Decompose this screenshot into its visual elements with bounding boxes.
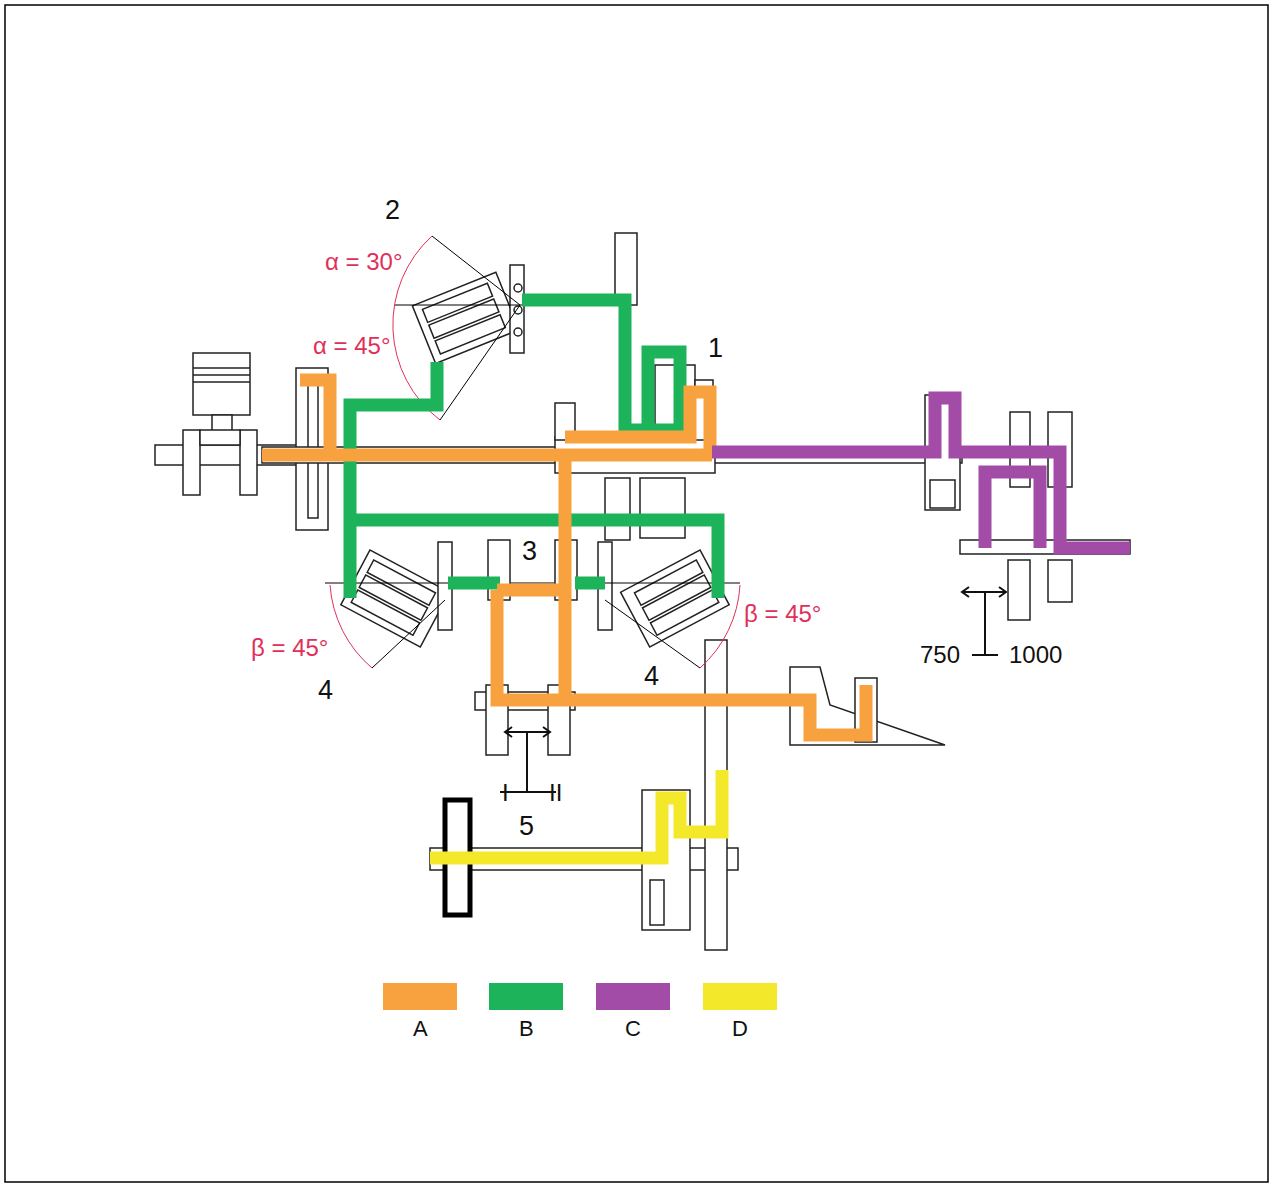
legend-swatch	[489, 983, 563, 1010]
legend-swatch	[596, 983, 670, 1010]
legend-swatch	[383, 983, 457, 1010]
callout-number: II	[549, 781, 562, 805]
callout-number: 1	[708, 335, 723, 362]
angle-label: α = 45°	[313, 334, 391, 358]
angle-label: β = 45°	[744, 602, 821, 626]
callout-number: 4	[318, 677, 333, 704]
callout-number: 5	[519, 813, 534, 840]
callout-number: 3	[522, 538, 537, 565]
callout-number: I	[502, 781, 509, 805]
legend-text: A	[413, 1018, 428, 1040]
angle-label: α = 30°	[325, 250, 403, 274]
angle-label: β = 45°	[251, 636, 328, 660]
legend-text: C	[625, 1018, 641, 1040]
legend-text: D	[732, 1018, 748, 1040]
callout-number: 1000	[1009, 643, 1062, 667]
legend-text: B	[519, 1018, 534, 1040]
callout-number: 2	[385, 197, 400, 224]
legend-swatch	[703, 983, 777, 1010]
callout-number: 750	[920, 643, 960, 667]
callout-number: 4	[644, 663, 659, 690]
